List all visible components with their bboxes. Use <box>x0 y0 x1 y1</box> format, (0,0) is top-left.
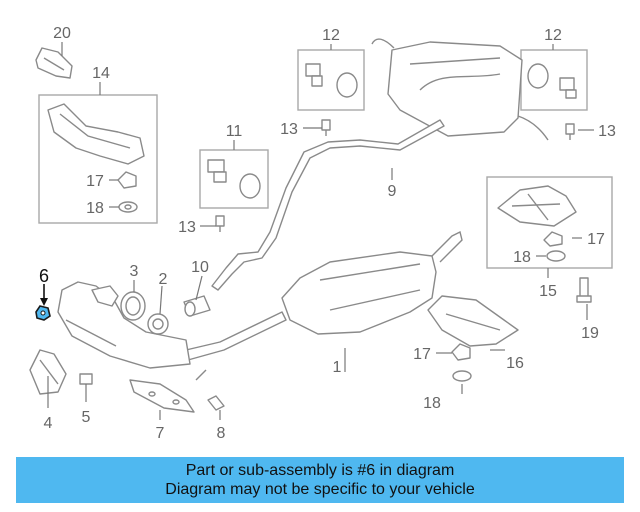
sleeve-10 <box>183 295 211 317</box>
heat-shield-15 <box>497 185 577 227</box>
callout-1: 1 <box>333 359 342 376</box>
callout-13-lower: 13 <box>178 219 196 236</box>
info-banner: Part or sub-assembly is #6 in diagram Di… <box>16 457 624 503</box>
washer-18-lower <box>452 370 472 382</box>
callout-17-box14: 17 <box>86 173 104 190</box>
callout-9: 9 <box>388 183 397 200</box>
nut-17-box14 <box>117 171 137 189</box>
callout-13-right: 13 <box>598 123 616 140</box>
bracket-4 <box>29 349 67 395</box>
washer-18-box14 <box>118 201 138 213</box>
callout-18-box15: 18 <box>513 249 531 266</box>
clamp-3 <box>120 291 146 321</box>
callout-12-right: 12 <box>544 27 562 44</box>
rear-muffler <box>371 38 549 141</box>
nut-5 <box>79 373 93 385</box>
bolt-19 <box>576 277 592 303</box>
callout-17-lower: 17 <box>413 346 431 363</box>
callout-15: 15 <box>539 283 557 300</box>
callout-14: 14 <box>92 65 110 82</box>
bolt-13-lower <box>215 215 225 232</box>
intermediate-pipe-9 <box>211 119 445 291</box>
kit-box-15 <box>486 176 613 269</box>
gasket-6-highlighted <box>35 305 51 321</box>
hanger-12-right <box>527 63 577 99</box>
callout-4: 4 <box>44 415 53 432</box>
callout-12-left: 12 <box>322 27 340 44</box>
callout-11: 11 <box>226 123 243 140</box>
heat-shield-16 <box>427 295 519 347</box>
callout-3: 3 <box>130 263 139 280</box>
banner-line-1: Part or sub-assembly is #6 in diagram <box>185 462 455 479</box>
callout-2: 2 <box>159 271 168 288</box>
heat-shield-14 <box>47 103 145 165</box>
hanger-11 <box>207 159 261 199</box>
nut-17-box15 <box>543 231 563 247</box>
callout-6-highlighted: 6 <box>39 266 49 286</box>
callout-7: 7 <box>156 425 165 442</box>
callout-16: 16 <box>506 355 524 372</box>
gasket-2 <box>147 313 169 335</box>
bolt-8 <box>207 395 225 411</box>
heat-shield-20 <box>35 47 73 79</box>
kit-box-14 <box>38 94 158 224</box>
callout-18-box14: 18 <box>86 200 104 217</box>
washer-18-box15 <box>546 250 566 262</box>
callout-5: 5 <box>82 409 91 426</box>
bolt-13-right <box>565 123 575 140</box>
callout-20: 20 <box>53 25 71 42</box>
nut-17-lower <box>451 343 471 361</box>
catalytic-converter <box>57 281 191 369</box>
hanger-12-left <box>305 63 358 98</box>
banner-line-2: Diagram may not be specific to your vehi… <box>165 481 475 498</box>
callout-19: 19 <box>581 325 599 342</box>
callout-17-box15: 17 <box>587 231 605 248</box>
callout-18-lower: 18 <box>423 395 441 412</box>
bolt-13-upper-left <box>321 119 331 136</box>
callout-13-upper: 13 <box>280 121 298 138</box>
center-muffler-1 <box>281 230 463 335</box>
callout-8: 8 <box>217 425 226 442</box>
exhaust-system-diagram: 20 14 17 18 12 12 13 13 11 9 13 17 18 15… <box>29 25 616 442</box>
callout-10: 10 <box>191 259 209 276</box>
flange-7 <box>129 379 195 413</box>
